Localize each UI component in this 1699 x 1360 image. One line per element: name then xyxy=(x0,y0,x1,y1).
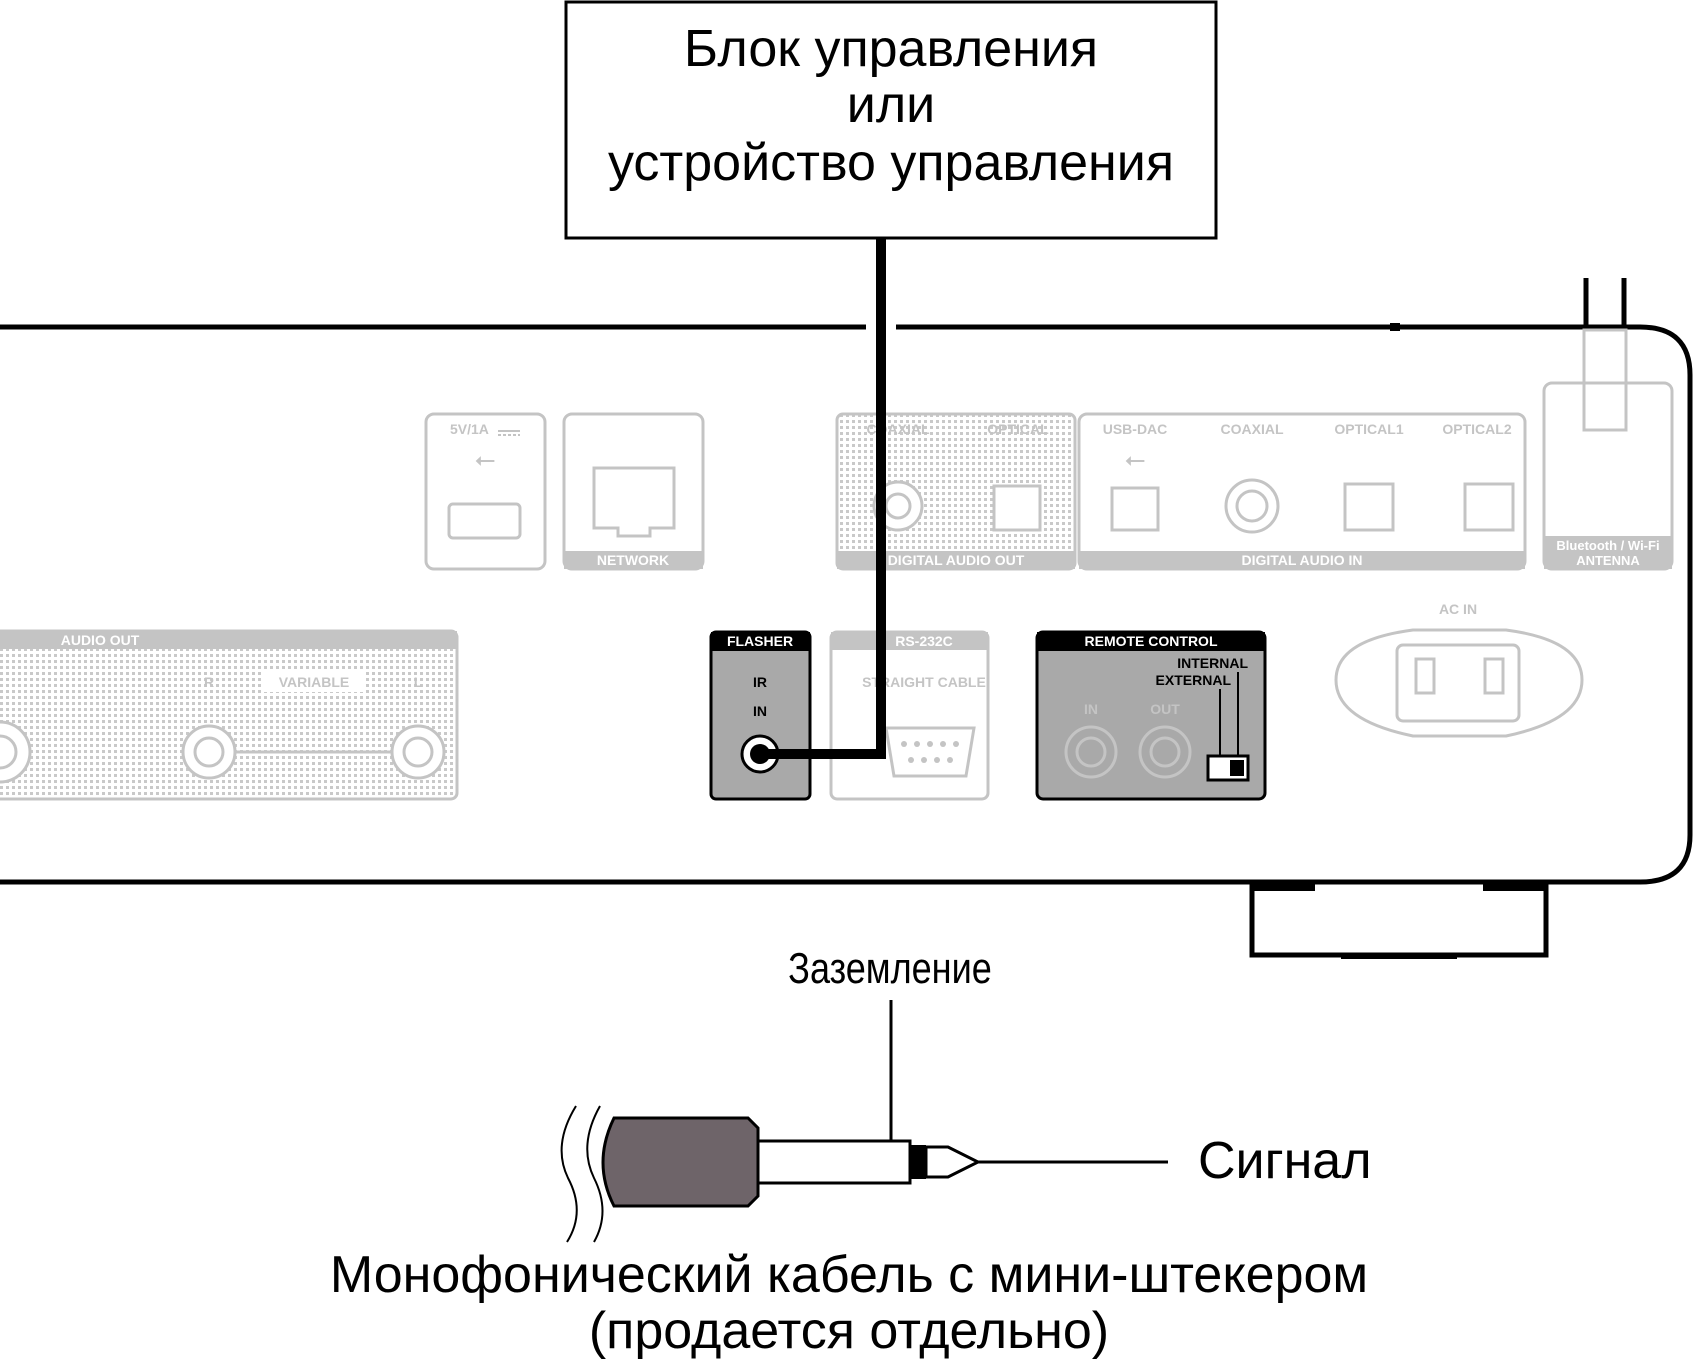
audio-out-label: AUDIO OUT xyxy=(61,632,140,648)
optical1-label: OPTICAL1 xyxy=(1334,421,1403,437)
straight-cable-label: STRAIGHT CABLE xyxy=(862,674,986,690)
usb-power-label: 5V/1A xyxy=(450,421,489,437)
antenna-label-line1: Bluetooth / Wi-Fi xyxy=(1556,538,1659,553)
r-label: R xyxy=(204,674,214,690)
control-unit-label-line2: или xyxy=(847,76,935,134)
caption-line2: (продается отдельно) xyxy=(589,1302,1109,1360)
network-port: NETWORK xyxy=(562,412,705,571)
ground-label: Заземление xyxy=(788,944,992,993)
caption-line1: Монофонический кабель с мини-штекером xyxy=(330,1246,1368,1304)
network-label: NETWORK xyxy=(597,552,669,568)
flasher-label: FLASHER xyxy=(727,633,793,649)
usb-power-port: 5V/1A ⭠ xyxy=(424,412,547,571)
remote-out-label: OUT xyxy=(1150,701,1180,717)
flasher-ir-label: IR xyxy=(753,674,767,690)
ground-annotation: Заземление xyxy=(788,944,992,1143)
internal-label: INTERNAL xyxy=(1177,655,1248,671)
digital-audio-in-label: DIGITAL AUDIO IN xyxy=(1241,552,1362,568)
usb-icon: ⭠ xyxy=(475,444,496,474)
control-unit-label-line1: Блок управления xyxy=(684,20,1098,78)
in-coaxial-label: COAXIAL xyxy=(1221,421,1284,437)
remote-control-label: REMOTE CONTROL xyxy=(1085,633,1218,649)
remote-control-port: REMOTE CONTROL INTERNAL EXTERNAL IN OUT xyxy=(1035,630,1267,801)
rear-panel-chassis xyxy=(0,278,1693,959)
digital-audio-out-group: DIGITAL AUDIO OUT COAXIAL OPTICAL xyxy=(835,412,1077,571)
signal-label: Сигнал xyxy=(1198,1132,1372,1190)
rs232c-label: RS-232C xyxy=(895,633,953,649)
usb-dac-label: USB-DAC xyxy=(1103,421,1168,437)
control-unit-box: Блок управления или устройство управлени… xyxy=(564,0,1218,240)
antenna-label-line2: ANTENNA xyxy=(1576,553,1640,568)
remote-in-label: IN xyxy=(1084,701,1098,717)
mono-mini-plug xyxy=(560,1105,1168,1243)
audio-out-group: AUDIO OUT VARIABLE R L xyxy=(0,629,459,801)
rs232c-port: RS-232C STRAIGHT CABLE xyxy=(829,630,990,801)
ac-in-port: AC IN xyxy=(1334,601,1584,738)
plug-body xyxy=(601,1116,760,1208)
optical2-label: OPTICAL2 xyxy=(1442,421,1511,437)
digital-audio-in-group: DIGITAL AUDIO IN USB-DAC COAXIAL OPTICAL… xyxy=(1077,412,1527,571)
digital-audio-out-label: DIGITAL AUDIO OUT xyxy=(888,552,1025,568)
control-cable xyxy=(760,238,896,759)
l-label: L xyxy=(414,674,423,690)
control-unit-label-line3: устройство управления xyxy=(608,134,1174,192)
flasher-port: FLASHER IR IN xyxy=(709,630,812,801)
flasher-in-label: IN xyxy=(753,703,767,719)
external-label: EXTERNAL xyxy=(1156,672,1232,688)
digital-out-optical-label: OPTICAL xyxy=(987,421,1049,437)
antenna-port: Bluetooth / Wi-Fi ANTENNA xyxy=(1542,381,1674,571)
cable-caption: Монофонический кабель с мини-штекером (п… xyxy=(330,1246,1368,1360)
ac-in-label: AC IN xyxy=(1439,601,1477,617)
variable-label: VARIABLE xyxy=(279,674,350,690)
usb-dac-icon: ⭠ xyxy=(1125,444,1146,474)
